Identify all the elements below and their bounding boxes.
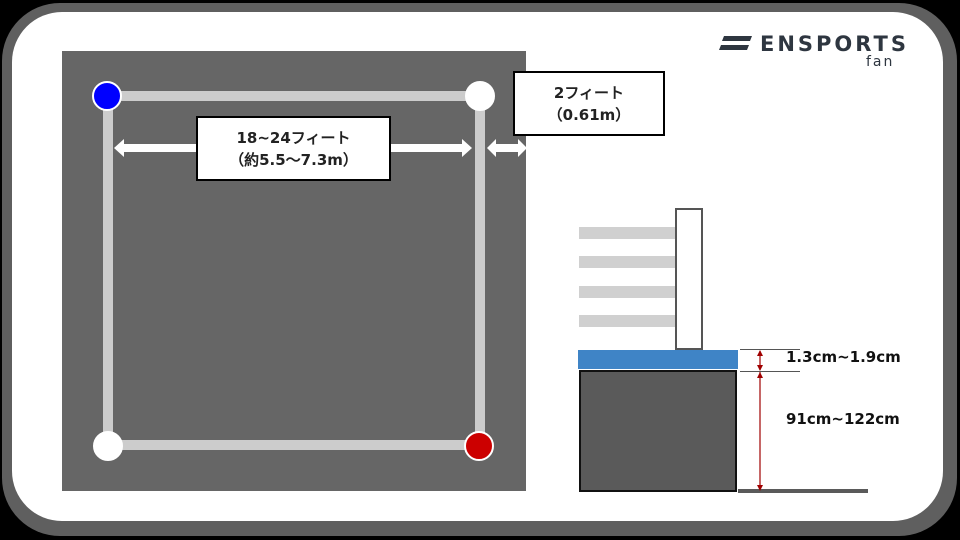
node-top-right <box>465 81 495 111</box>
distance-line1: 18~24フィート <box>236 128 351 147</box>
distance-label: 18~24フィート （約5.5〜7.3m） <box>196 116 391 181</box>
ground-line <box>738 489 868 493</box>
node-bottom-right <box>464 431 494 461</box>
node-top-left <box>92 81 122 111</box>
brand-name: ENSPORTS <box>760 32 909 56</box>
post <box>675 208 703 350</box>
stripe-2 <box>579 256 675 268</box>
plate-thickness: 1.3cm~1.9cm <box>786 348 901 366</box>
clearance-label: 2フィート （0.61m） <box>513 71 665 136</box>
path-top <box>108 91 480 101</box>
path-left <box>103 96 113 446</box>
guide-top <box>740 349 800 350</box>
node-bottom-left <box>93 431 123 461</box>
measure-arrow-icon <box>757 350 763 491</box>
distance-line2: （約5.5〜7.3m） <box>229 150 358 169</box>
clearance-arrow-icon <box>487 139 527 157</box>
stripe-3 <box>579 286 675 298</box>
path-bottom <box>108 440 480 450</box>
clearance-line1: 2フィート <box>553 83 625 102</box>
base-plate <box>578 350 738 369</box>
path-right <box>475 96 485 446</box>
brand-logo-icon <box>719 36 752 50</box>
brand-sub: fan <box>866 54 895 70</box>
clearance-line2: （0.61m） <box>547 105 631 124</box>
mound-height: 91cm~122cm <box>786 410 900 428</box>
guide-mid <box>740 371 800 372</box>
stripe-1 <box>579 227 675 239</box>
mound-block <box>579 370 737 492</box>
stripe-4 <box>579 315 675 327</box>
